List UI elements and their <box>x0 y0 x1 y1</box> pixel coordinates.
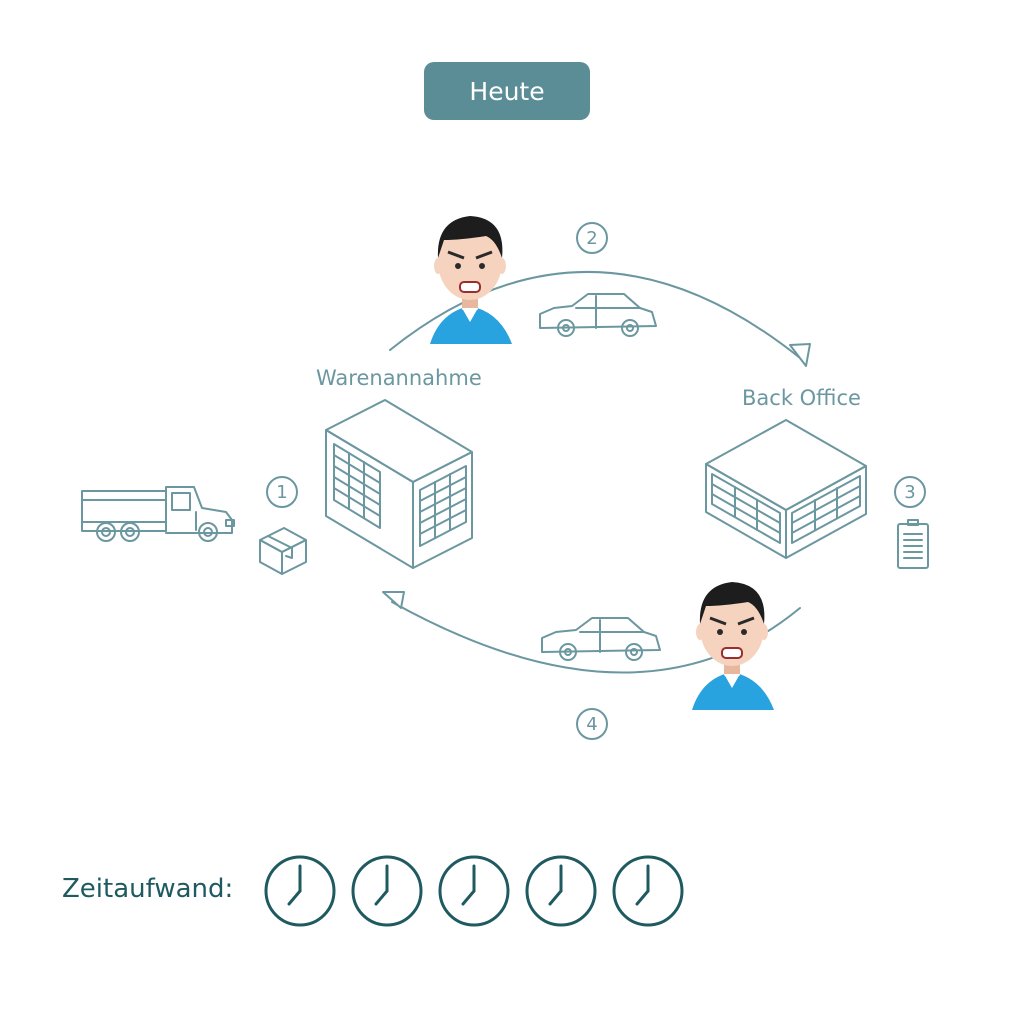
bottom-arrowhead <box>382 591 405 609</box>
box-icon <box>259 527 307 575</box>
top-arrowhead <box>789 343 811 367</box>
warehouse-label: Warenannahme <box>316 366 482 390</box>
step-1-badge: 1 <box>266 476 298 508</box>
clock-icon <box>264 855 336 927</box>
document-icon <box>897 519 929 569</box>
angry-person-icon-top <box>430 216 512 344</box>
top-flow-arrow <box>389 270 801 359</box>
office-building-icon <box>705 419 867 559</box>
warehouse-building-icon <box>325 399 473 569</box>
clock-icon <box>612 855 684 927</box>
step-2-badge: 2 <box>576 222 608 254</box>
car-icon-top <box>539 293 657 337</box>
clock-icon <box>438 855 510 927</box>
clock-icon <box>525 855 597 927</box>
car-icon-bottom <box>541 617 661 661</box>
angry-person-icon-bottom <box>692 582 774 710</box>
back-office-label: Back Office <box>742 386 861 410</box>
step-3-badge: 3 <box>894 476 926 508</box>
clock-icon <box>351 855 423 927</box>
time-effort-label: Zeitaufwand: <box>62 874 234 904</box>
title-badge: Heute <box>424 62 590 120</box>
truck-icon <box>81 486 235 542</box>
step-4-badge: 4 <box>576 708 608 740</box>
